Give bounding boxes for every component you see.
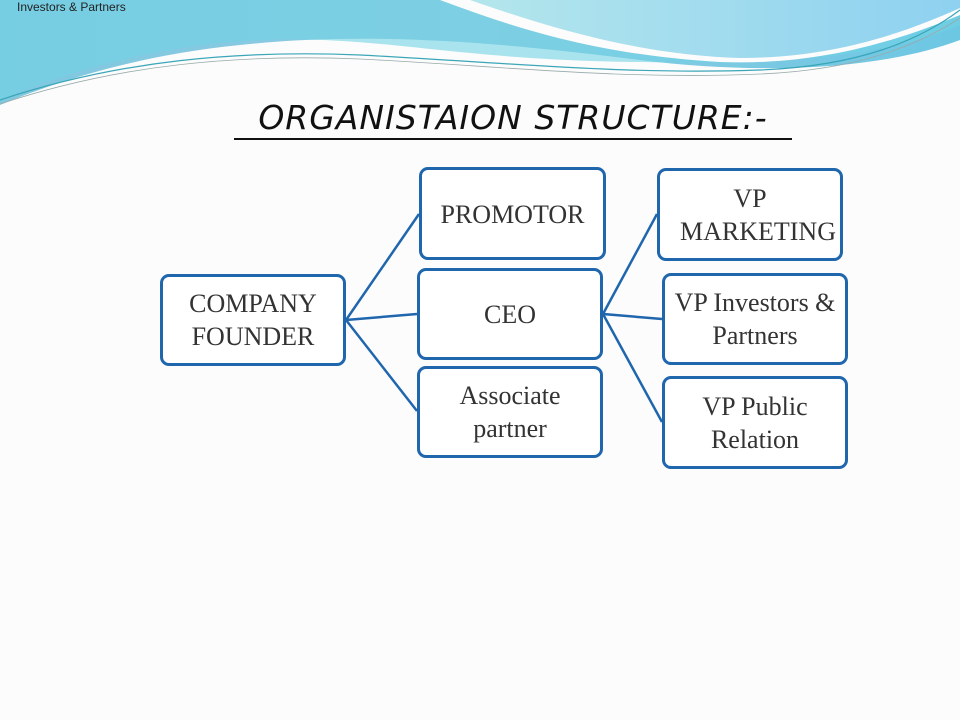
header-text: Investors & Partners [17, 0, 126, 14]
connector-ceo-vp-public [601, 313, 664, 423]
node-promotor: PROMOTOR [419, 167, 606, 260]
connector-founder-associate [345, 319, 418, 412]
slide-title: ORGANISTAION STRUCTURE:- [234, 98, 792, 140]
node-label: VP Investors & Partners [674, 288, 836, 350]
connector-founder-ceo [345, 312, 418, 322]
node-vp-investors-partners: VP Investors & Partners [662, 273, 848, 365]
node-label: CEO [484, 299, 536, 329]
node-label: Associate partner [459, 381, 561, 443]
node-label: COMPANY FOUNDER [189, 289, 317, 351]
connector-ceo-vp-investors [602, 312, 663, 321]
node-ceo: CEO [417, 268, 603, 360]
node-company-founder: COMPANY FOUNDER [160, 274, 346, 366]
connector-founder-promotor [344, 213, 421, 321]
node-label: PROMOTOR [440, 200, 585, 229]
node-vp-marketing: VP MARKETING [657, 168, 843, 261]
connector-ceo-vp-marketing [601, 213, 659, 315]
node-label: VP MARKETING [680, 183, 836, 246]
node-vp-public-relation: VP Public Relation [662, 376, 848, 469]
node-associate-partner: Associate partner [417, 366, 603, 458]
node-label: VP Public Relation [702, 391, 808, 454]
